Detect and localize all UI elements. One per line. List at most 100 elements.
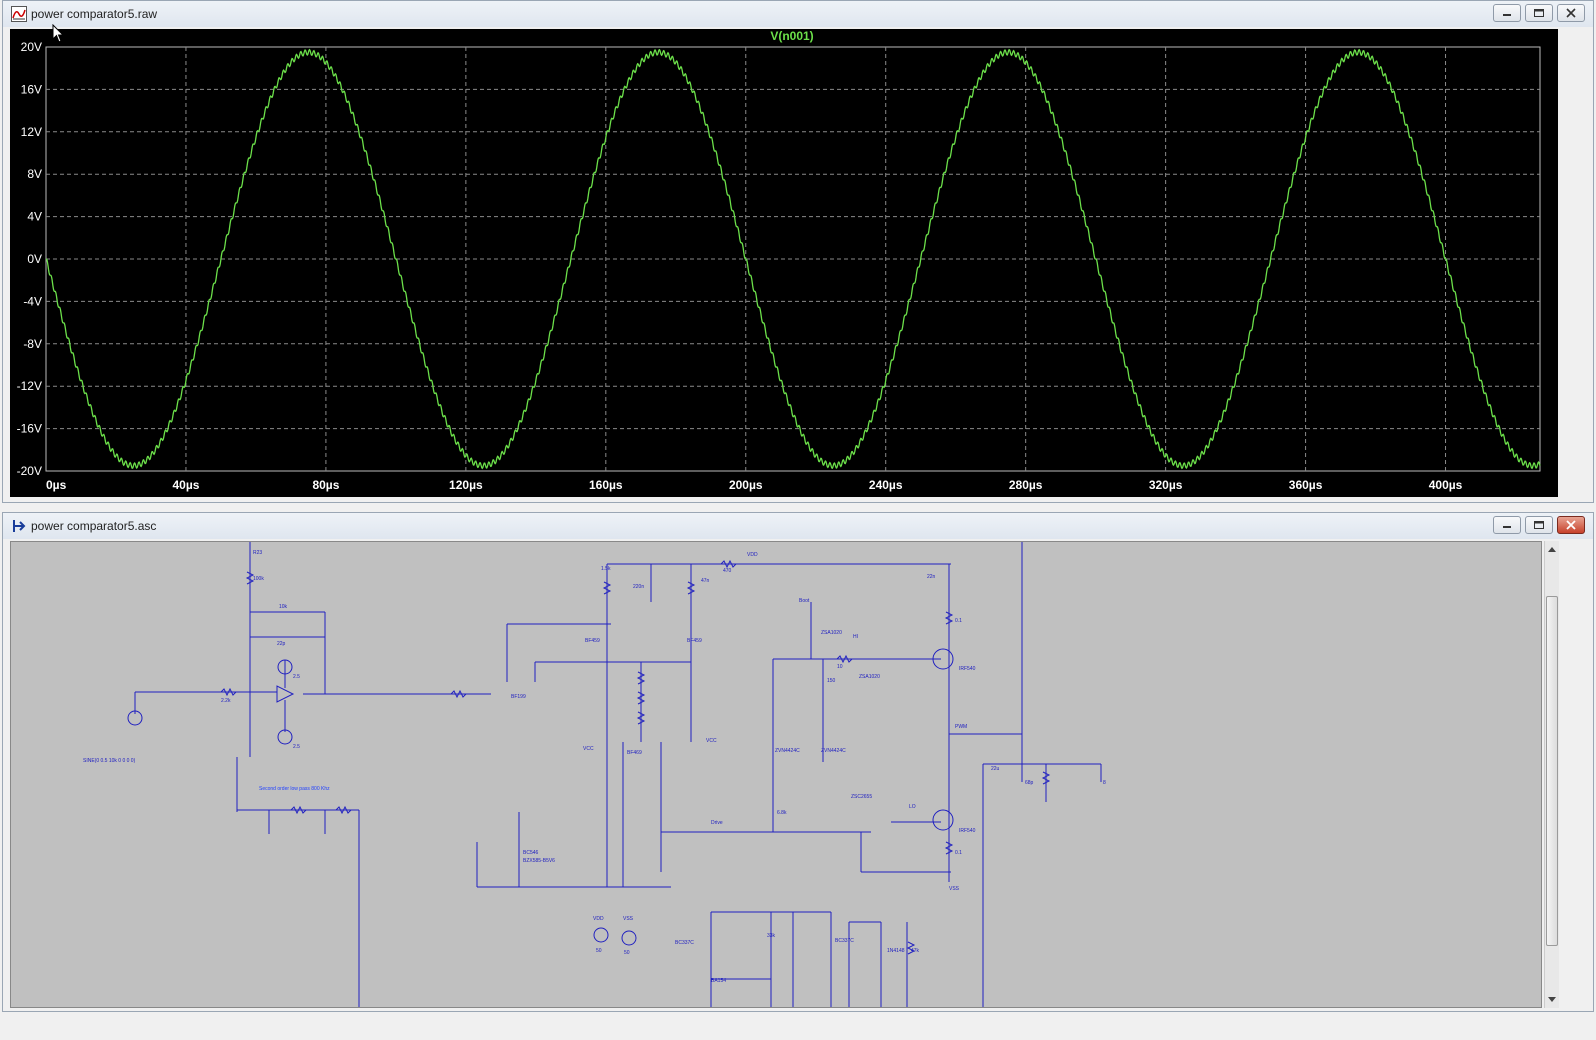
label-sine-spec: SINE(0 0.5 10k 0 0 0 0)	[83, 758, 136, 764]
schematic-titlebar[interactable]: power comparator5.asc	[3, 513, 1593, 539]
label-vdd: VDD	[747, 552, 758, 558]
y-tick-label: -4V	[23, 294, 42, 308]
label-8: 8	[1103, 780, 1106, 786]
label-bc337c: BC337C	[675, 940, 694, 946]
y-tick-label: 8V	[27, 167, 42, 181]
label-33k: 33k	[767, 933, 776, 939]
plot-window: power comparator5.raw 0µs 40µs 80µs 120µs 16…	[2, 0, 1594, 503]
label-irf540-2: IRF540	[959, 828, 976, 834]
label-10: 10	[837, 664, 843, 670]
label-zvn4424c-2: ZVN4424C	[821, 748, 846, 754]
label-bf459-2: BF459	[687, 638, 702, 644]
x-tick-label: 0µs	[46, 478, 67, 492]
x-tick-label: 400µs	[1429, 478, 1463, 492]
trace-label[interactable]: V(n001)	[770, 29, 813, 43]
label-v4: 2.5	[293, 744, 300, 750]
label-r23: R23	[253, 550, 262, 556]
label-0-1: 0.1	[955, 618, 962, 624]
minimize-button[interactable]	[1493, 4, 1521, 22]
y-tick-label: 16V	[21, 82, 42, 96]
y-tick-label: 12V	[21, 125, 42, 139]
x-tick-label: 120µs	[449, 478, 483, 492]
x-tick-label: 160µs	[589, 478, 623, 492]
scroll-down-icon[interactable]	[1548, 997, 1556, 1002]
y-tick-label: -12V	[17, 379, 42, 393]
label-bc546: BC546	[523, 850, 539, 856]
mouse-pointer-icon	[52, 24, 65, 43]
waveform-chart[interactable]: 0µs 40µs 80µs 120µs 160µs 200µs 240µs 280µs 320µ…	[10, 29, 1558, 497]
plot-window-title: power comparator5.raw	[31, 7, 158, 21]
label-100k: 100k	[253, 576, 264, 582]
schematic-icon	[11, 518, 27, 534]
schematic-canvas[interactable]: R23 100k 10k 22p 2.2k 2.5 2.5 SINE(0 0.5…	[10, 541, 1542, 1008]
maximize-button[interactable]	[1525, 516, 1553, 534]
close-button[interactable]	[1557, 516, 1585, 534]
label-47n: 47n	[701, 578, 710, 584]
label-2-2k: 2.2k	[221, 698, 231, 704]
close-button[interactable]	[1557, 4, 1585, 22]
label-filter-note: Second order low pass 800 Khz	[259, 786, 330, 792]
label-v3: 2.5	[293, 674, 300, 680]
label-hi: HI	[853, 634, 858, 640]
x-tick-label: 200µs	[729, 478, 763, 492]
label-v1: 50	[596, 948, 602, 954]
label-bf199: BF199	[511, 694, 526, 700]
label-drive: Drive	[711, 820, 723, 826]
y-tick-label: 4V	[27, 210, 42, 224]
vertical-scrollbar[interactable]	[1544, 541, 1559, 1008]
label-vss: VSS	[623, 916, 634, 922]
x-tick-label: 360µs	[1289, 478, 1323, 492]
label-10k: 10k	[279, 604, 288, 610]
label-47k: 47k	[911, 948, 920, 954]
label-470: 470	[723, 568, 732, 574]
label-lo: LO	[909, 804, 916, 810]
label-220n: 220n	[633, 584, 644, 590]
y-tick-label: 0V	[27, 252, 42, 266]
label-vdd-2: VDD	[593, 916, 604, 922]
label-bzx585: BZX585-B5V6	[523, 858, 555, 864]
maximize-button[interactable]	[1525, 4, 1553, 22]
label-v2: 50	[624, 950, 630, 956]
label-zvn4424c: ZVN4424C	[775, 748, 800, 754]
x-tick-label: 80µs	[312, 478, 339, 492]
label-zsa1020: ZSA1020	[821, 630, 842, 636]
x-tick-label: 280µs	[1009, 478, 1043, 492]
label-1n4148: 1N4148	[887, 948, 905, 954]
label-vcc-2: VCC	[706, 738, 717, 744]
series-line-vn001	[45, 48, 1541, 470]
label-0-1-2: 0.1	[955, 850, 962, 856]
x-tick-label: 320µs	[1149, 478, 1183, 492]
scroll-up-icon[interactable]	[1548, 547, 1556, 552]
waveform-icon	[11, 6, 27, 22]
minimize-button[interactable]	[1493, 516, 1521, 534]
label-vcc: VCC	[583, 746, 594, 752]
label-bc337c-2: BC337C	[835, 938, 854, 944]
y-tick-label: -16V	[17, 422, 42, 436]
label-68p: 68p	[1025, 780, 1034, 786]
label-bf469: BF469	[627, 750, 642, 756]
plot-area[interactable]: 0µs 40µs 80µs 120µs 160µs 200µs 240µs 280µs 320µ…	[10, 29, 1558, 497]
scroll-thumb[interactable]	[1546, 596, 1558, 946]
label-zsa1020-2: ZSA1020	[859, 674, 880, 680]
schematic-window-title: power comparator5.asc	[31, 519, 157, 533]
label-boot: Boot	[799, 598, 810, 604]
label-150: 150	[827, 678, 836, 684]
label-6-8k: 6.8k	[777, 810, 787, 816]
label-22u: 22u	[991, 766, 1000, 772]
label-vss-2: VSS	[949, 886, 960, 892]
label-bf459: BF459	[585, 638, 600, 644]
x-tick-label: 240µs	[869, 478, 903, 492]
label-irf540: IRF540	[959, 666, 976, 672]
label-ba154: BA154	[711, 978, 726, 984]
label-zsc2655: ZSC2655	[851, 794, 872, 800]
y-tick-label: 20V	[21, 40, 42, 54]
label-22p: 22p	[277, 641, 286, 647]
y-tick-label: -20V	[17, 464, 42, 478]
label-1-5k: 1.5k	[601, 566, 611, 572]
y-tick-label: -8V	[23, 337, 42, 351]
circuit-diagram[interactable]: R23 100k 10k 22p 2.2k 2.5 2.5 SINE(0 0.5…	[11, 542, 1542, 1008]
label-22n: 22n	[927, 574, 936, 580]
label-pwm: PWM	[955, 724, 967, 730]
plot-titlebar[interactable]: power comparator5.raw	[3, 1, 1593, 27]
x-tick-label: 40µs	[172, 478, 199, 492]
